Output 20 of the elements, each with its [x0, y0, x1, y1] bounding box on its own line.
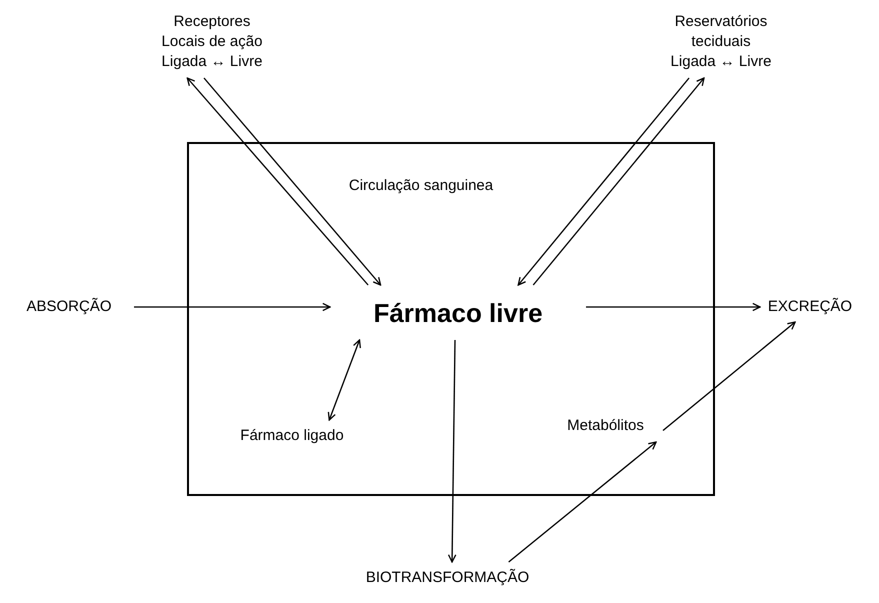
arrow — [662, 321, 796, 432]
arrow — [134, 302, 331, 312]
section-heading: Circulação sanguinea — [348, 177, 494, 194]
drug-label: Fármaco ligado — [240, 426, 344, 446]
arrow — [586, 302, 761, 312]
arrow — [186, 77, 369, 286]
circulation-box — [187, 142, 715, 496]
process-label: Receptores Locais de ação Ligada ↔ Livre — [160, 12, 264, 72]
arrow — [448, 340, 456, 563]
process-label: BIOTRANSFORMAÇÃO — [366, 568, 530, 588]
arrow — [204, 78, 382, 286]
process-label: ABSORÇÃO — [26, 297, 112, 317]
arrow — [328, 339, 361, 421]
drug-label: Fármaco livre — [373, 296, 543, 328]
arrow — [532, 77, 705, 286]
process-label: Reservatórios teciduais Ligada ↔ Livre — [670, 12, 772, 72]
arrow — [518, 78, 690, 286]
arrow — [508, 441, 657, 562]
process-label: EXCREÇÃO — [768, 297, 852, 317]
metabolite-label: Metabólitos — [567, 416, 644, 436]
